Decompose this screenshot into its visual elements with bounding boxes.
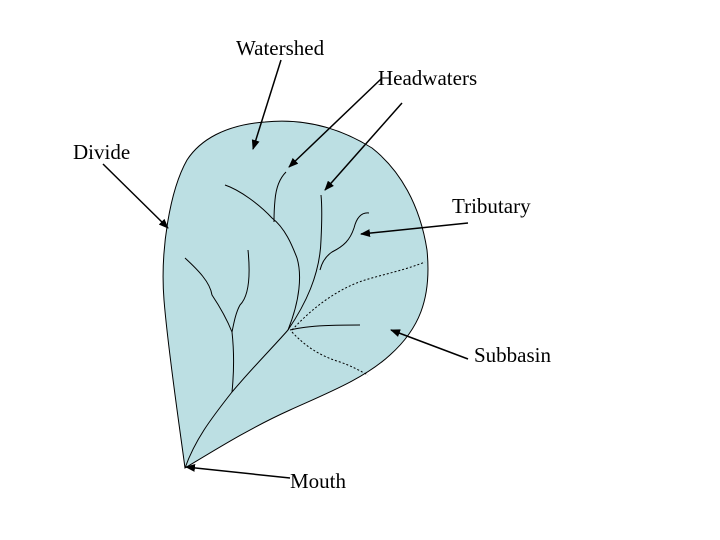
- divide-arrow: [102, 163, 169, 229]
- tributary-upper-branch: [224, 184, 301, 331]
- subbasin-boundaries: [291, 261, 426, 376]
- watershed-arrow: [251, 59, 282, 150]
- subbasin-boundary-lower: [291, 331, 369, 376]
- subbasin-boundary-upper: [291, 261, 426, 331]
- tributary-east: [319, 212, 370, 271]
- mouth-arrow: [185, 463, 291, 479]
- headwaters-label: Headwaters: [378, 66, 478, 90]
- tributary-arrow: [360, 222, 469, 238]
- leader-arrows: [102, 59, 469, 479]
- stream-network: [184, 171, 370, 469]
- subbasin-arrow: [390, 329, 469, 360]
- tributary-west: [184, 257, 234, 393]
- subbasin-label: Subbasin: [474, 343, 552, 367]
- mouth-label: Mouth: [290, 469, 347, 493]
- headwaters-arrow-1: [288, 78, 382, 168]
- watershed-basin: [162, 120, 429, 469]
- main-channel: [184, 194, 323, 469]
- tributary-label: Tributary: [452, 194, 531, 218]
- tributary-north: [273, 171, 287, 223]
- watershed-label: Watershed: [236, 36, 325, 60]
- tributary-stub: [231, 249, 250, 333]
- tributary-lower: [289, 324, 361, 331]
- headwaters-arrow-2: [324, 102, 403, 191]
- divide-label: Divide: [73, 140, 131, 164]
